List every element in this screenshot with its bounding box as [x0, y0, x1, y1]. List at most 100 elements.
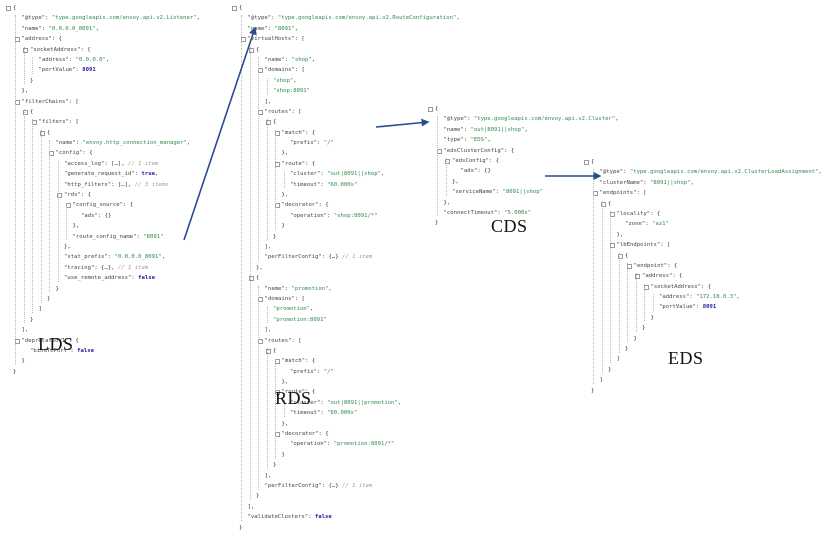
code-line: ] [6, 304, 200, 314]
cds-label: CDS [491, 216, 528, 236]
indent-guide [66, 202, 67, 241]
json-string-value: "out|8091||shop" [470, 126, 525, 133]
json-punctuation: : { [80, 46, 91, 53]
code-line: "validateClusters": false [232, 512, 460, 522]
json-string-value: "0.0.0.0_8091" [48, 25, 96, 32]
json-punctuation: : { [68, 337, 79, 344]
json-punctuation: : [ [68, 98, 79, 105]
json-punctuation: : {…} [321, 254, 342, 261]
json-punctuation: }, [452, 178, 459, 185]
code-line: "name": "8091", [232, 24, 460, 34]
json-punctuation: : { [650, 210, 661, 217]
json-key: "ads" [81, 212, 98, 219]
json-string-value: "type.googleapis.com/envoy.api.v2.Cluste… [473, 116, 616, 123]
code-line: { [232, 45, 460, 55]
json-string-value: "type.googleapis.com/envoy.api.v2.Listen… [51, 15, 197, 22]
json-string-value: "promotion" [291, 285, 329, 292]
json-punctuation: : { [667, 262, 678, 269]
code-line: "name": "promotion", [232, 284, 460, 294]
code-line: "virtualHosts": [ [232, 34, 460, 44]
json-punctuation: : [689, 294, 697, 301]
json-punctuation: : [75, 67, 83, 74]
json-punctuation: , [487, 137, 491, 144]
json-punctuation: : [ [636, 190, 647, 197]
code-line: }, [232, 148, 460, 158]
code-line: "domains": [ [232, 65, 460, 75]
code-line: { [232, 3, 460, 13]
eds-cluster-load-assignment-json-panel: {"@type": "type.googleapis.com/envoy.api… [584, 157, 822, 396]
json-punctuation: , [95, 25, 99, 32]
json-punctuation: } [591, 387, 595, 394]
code-line: "use_remote_address": false [6, 273, 200, 283]
json-key: "access_log" [64, 160, 105, 167]
json-key: "ads" [460, 168, 478, 175]
code-line: } [428, 218, 619, 228]
json-punctuation: : [267, 25, 275, 32]
json-key: "name" [264, 56, 285, 63]
code-line: "prefix": "/" [232, 367, 460, 377]
json-punctuation: : { [305, 358, 316, 365]
json-key: "stat_prefix" [64, 254, 108, 261]
json-punctuation: } [435, 220, 439, 227]
rds-route-configuration-json-panel: {"@type": "type.googleapis.com/envoy.api… [232, 3, 460, 533]
code-line: "edsClusterConfig": { [428, 146, 619, 156]
indent-guide [266, 306, 268, 324]
json-punctuation: { [13, 5, 17, 11]
json-punctuation: : { [305, 129, 316, 136]
code-line: } [232, 221, 460, 231]
json-punctuation: : [68, 56, 76, 63]
code-line: "domains": [ [232, 294, 460, 304]
json-punctuation: : [70, 347, 78, 354]
code-line: "perFilterConfig": {…} // 1 item [232, 481, 460, 491]
collapse-toggle-icon[interactable] [6, 6, 11, 11]
json-punctuation: } [273, 462, 277, 469]
json-punctuation: , [615, 116, 619, 123]
code-line: "generate_request_id": true, [6, 169, 200, 179]
json-key: "virtualHosts" [247, 36, 295, 43]
json-key: "tracing" [64, 264, 95, 271]
json-punctuation: : {} [97, 212, 112, 219]
json-punctuation: : {…} [321, 482, 342, 489]
json-punctuation: : [308, 514, 315, 521]
code-line: "address": "172.18.0.3", [584, 292, 822, 302]
json-punctuation: } [281, 451, 285, 458]
json-punctuation: : [320, 181, 328, 188]
collapse-toggle-icon[interactable] [232, 6, 237, 11]
code-line: ] [584, 354, 822, 364]
code-line: } [584, 344, 822, 354]
code-line: "address": { [6, 34, 200, 44]
json-string-value: "8091" [143, 233, 164, 240]
json-key: "socketAddress" [650, 283, 702, 290]
collapse-toggle-icon[interactable] [584, 160, 589, 165]
json-key: "endpoints" [599, 190, 637, 197]
json-key: "timeout" [290, 181, 321, 188]
json-boolean-value: false [77, 347, 95, 354]
code-line: "zone": "az1" [584, 219, 822, 229]
json-punctuation: : […], [104, 160, 128, 167]
json-punctuation: { [435, 106, 439, 112]
code-line: }, [6, 242, 200, 252]
json-key: "timeout" [290, 410, 321, 417]
json-number-value: 8091 [702, 304, 717, 311]
code-line: } [6, 367, 200, 377]
json-punctuation: : [497, 209, 505, 216]
cds-cluster-json-panel: {"@type": "type.googleapis.com/envoy.api… [428, 104, 619, 229]
json-string-value: "8091||shop" [650, 179, 691, 186]
json-punctuation: : { [82, 150, 93, 157]
json-key: "connectTimeout" [443, 209, 498, 216]
json-key: "route_config_name" [72, 233, 137, 240]
json-string-value: "EDS" [470, 137, 488, 144]
indent-guide [275, 358, 276, 459]
json-punctuation: } [273, 233, 277, 240]
json-punctuation: : [41, 25, 49, 32]
collapse-toggle-icon[interactable] [428, 107, 433, 112]
json-punctuation: : [320, 171, 328, 178]
json-punctuation: : { [80, 192, 91, 199]
json-punctuation: }, [443, 199, 451, 206]
indent-guide [258, 285, 259, 490]
indent-guide [266, 348, 268, 469]
json-key: "filterChains" [21, 98, 69, 105]
json-key: "decorator" [281, 202, 319, 209]
indent-guide [57, 161, 59, 282]
json-collapsed-comment: // 3 items [134, 181, 169, 188]
